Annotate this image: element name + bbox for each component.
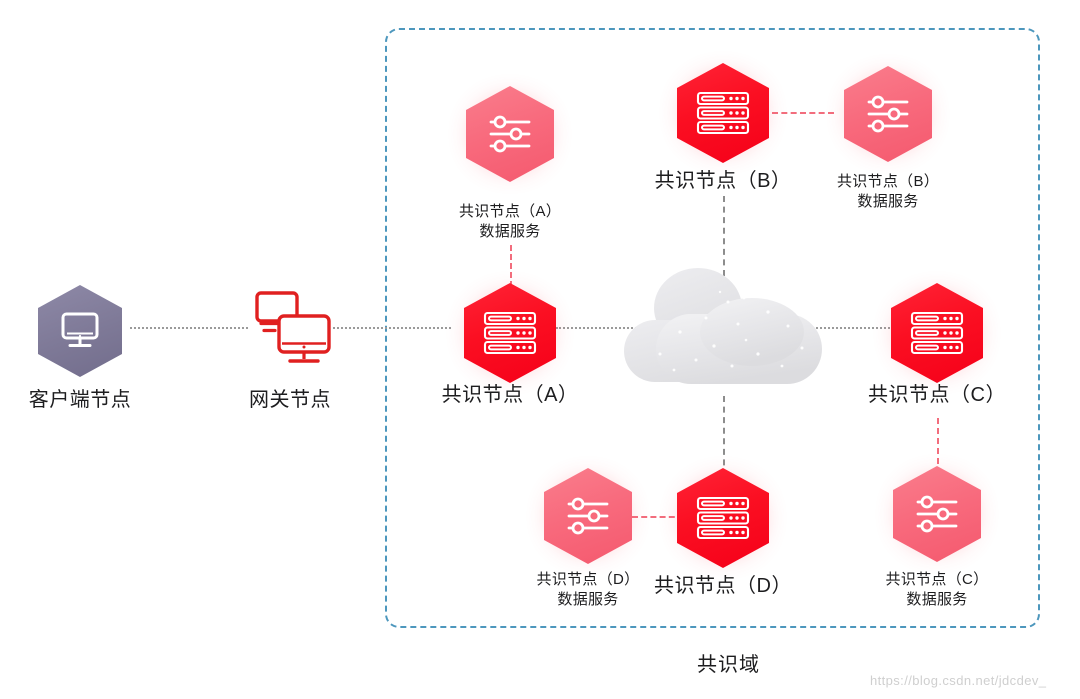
- node-service-d[interactable]: [544, 468, 632, 564]
- consensus-domain-caption: 共识域: [697, 654, 760, 676]
- connector-nodeb-serviceb: [772, 112, 834, 114]
- service-c-hexagon: [893, 466, 981, 562]
- node-service-c-label: 共识节点（C） 数据服务: [847, 570, 1027, 610]
- node-a-label: 共识节点（A）: [441, 384, 579, 406]
- service-d-label-line2: 数据服务: [557, 590, 619, 608]
- node-service-c[interactable]: [893, 466, 981, 562]
- node-client[interactable]: [38, 285, 122, 377]
- node-b[interactable]: [677, 63, 769, 163]
- network-cloud: [620, 262, 825, 390]
- node-d-label: 共识节点（D）: [654, 575, 792, 597]
- service-c-label-line2: 数据服务: [906, 590, 968, 608]
- watermark: https://blog.csdn.net/jdcdev_: [870, 673, 1047, 688]
- service-b-hexagon: [844, 66, 932, 162]
- connector-gateway-domain: [333, 327, 451, 329]
- node-c[interactable]: [891, 283, 983, 383]
- service-b-label-line2: 数据服务: [857, 192, 919, 210]
- node-service-d-label: 共识节点（D） 数据服务: [498, 570, 678, 610]
- connector-servicea-nodea: [510, 245, 512, 287]
- connector-nodec-servicec: [937, 418, 939, 464]
- connector-nodeb-cloud: [723, 196, 725, 276]
- node-client-label: 客户端节点: [28, 389, 132, 411]
- service-a-hexagon: [466, 86, 554, 182]
- connector-nodea-cloud: [556, 327, 656, 329]
- node-service-a[interactable]: [466, 86, 554, 182]
- connector-cloud-noded: [723, 396, 725, 476]
- client-hexagon: [38, 285, 122, 377]
- node-gateway-label: 网关节点: [249, 389, 331, 411]
- connector-client-gateway: [130, 327, 248, 329]
- service-c-label-line1: 共识节点（C）: [885, 571, 989, 588]
- double-monitor-icon: [246, 288, 334, 368]
- node-gateway[interactable]: [246, 288, 334, 368]
- connector-serviced-noded: [632, 516, 684, 518]
- service-b-label-line1: 共识节点（B）: [836, 173, 940, 190]
- connector-cloud-nodec: [812, 327, 894, 329]
- node-service-b-label: 共识节点（B） 数据服务: [798, 172, 978, 212]
- service-d-label-line1: 共识节点（D）: [536, 571, 640, 588]
- node-a-hexagon: [464, 283, 556, 383]
- node-d[interactable]: [677, 468, 769, 568]
- node-service-a-label: 共识节点（A） 数据服务: [420, 202, 600, 242]
- node-service-b[interactable]: [844, 66, 932, 162]
- node-b-label: 共识节点（B）: [654, 170, 792, 192]
- node-b-hexagon: [677, 63, 769, 163]
- service-a-label-line2: 数据服务: [479, 222, 541, 240]
- node-a[interactable]: [464, 283, 556, 383]
- node-d-hexagon: [677, 468, 769, 568]
- node-c-label: 共识节点（C）: [868, 384, 1006, 406]
- service-d-hexagon: [544, 468, 632, 564]
- service-a-label-line1: 共识节点（A）: [458, 203, 562, 220]
- node-c-hexagon: [891, 283, 983, 383]
